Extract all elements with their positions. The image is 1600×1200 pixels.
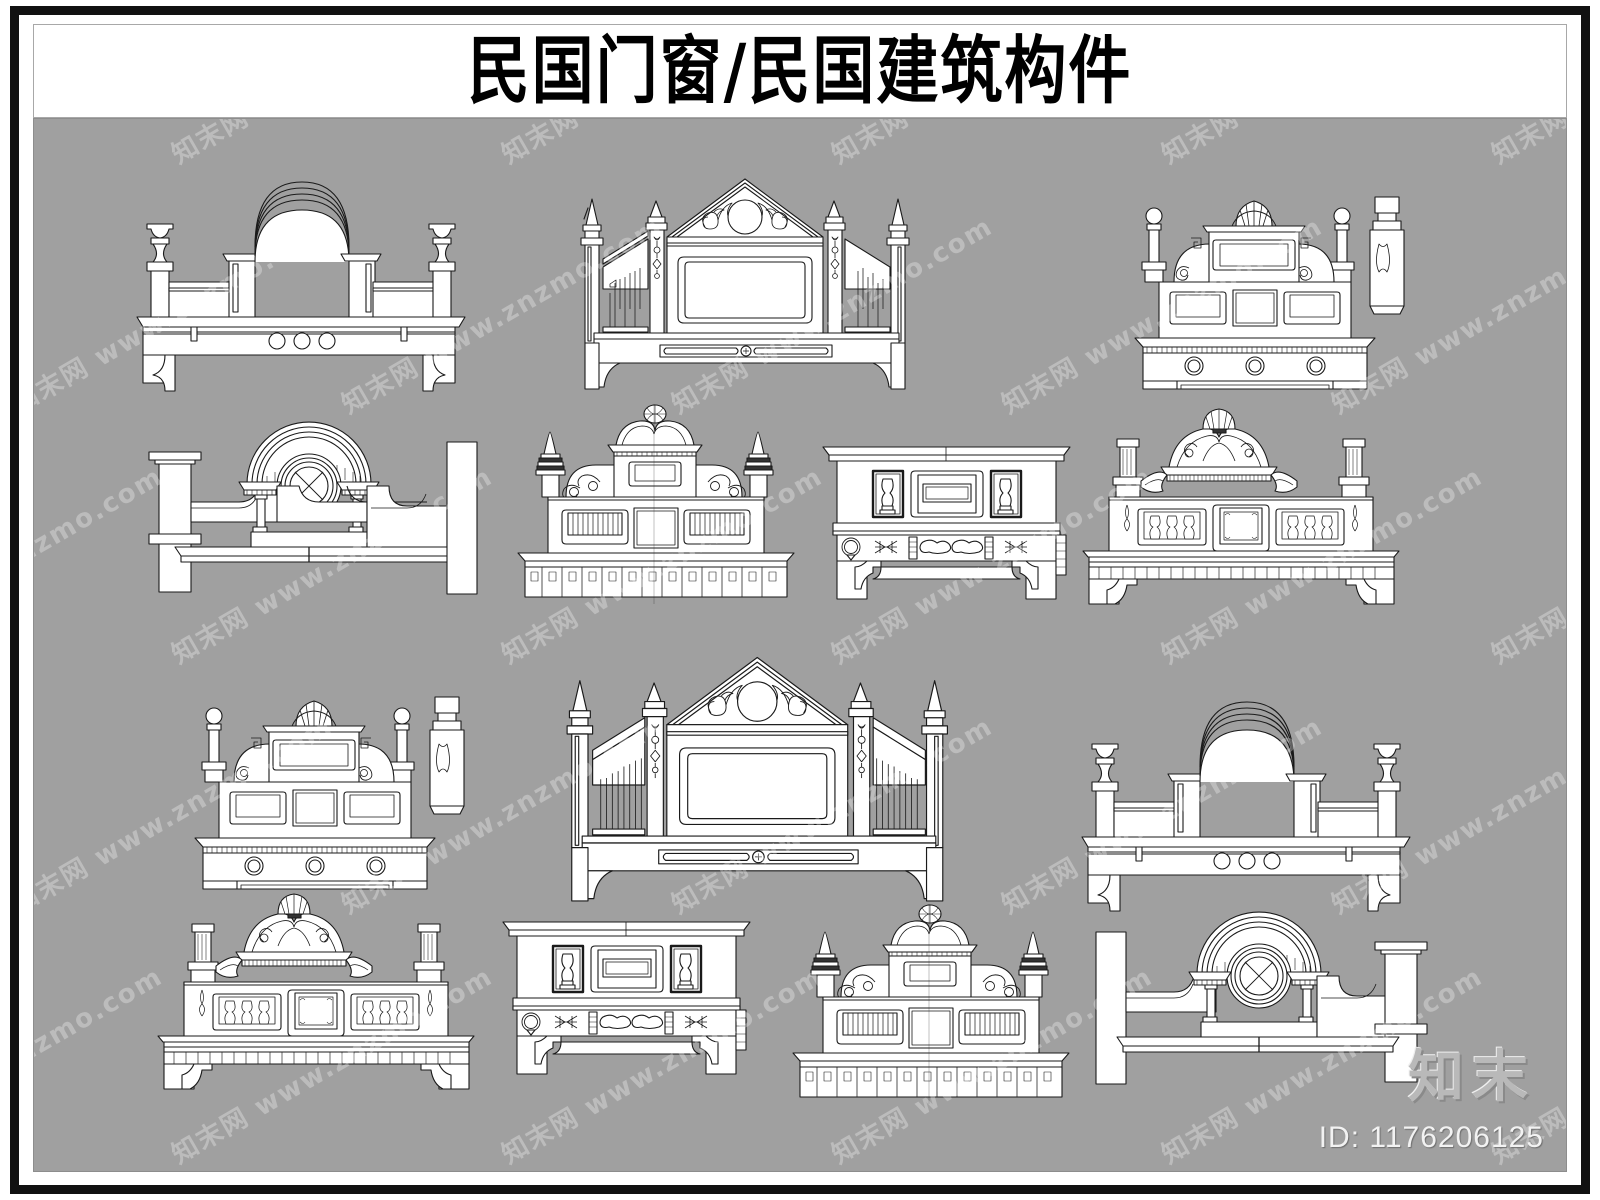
drawing-arched-pediment-gate-head-b[interactable]	[1074, 701, 1414, 912]
brand-logo: 知末	[1408, 1045, 1536, 1110]
drawing-baroque-crest-balustrade-a[interactable]	[504, 404, 804, 604]
drawing-canvas: 知末网 www.znzmo.com 知末网 www.znzmo.com 知末网 …	[33, 118, 1567, 1172]
drawing-carved-mantel-console-a[interactable]	[819, 439, 1074, 600]
waterm21k-text: 知末网 www.znzmo.com	[494, 119, 829, 171]
watermark-text: 知末网 www.znzmo.com	[164, 119, 499, 171]
drawing-semicircular-oculus-pediment-a[interactable]	[139, 421, 484, 599]
watermark-text: 知末网 www.znzmo.com	[34, 119, 169, 171]
drawing-baroque-crest-balustrade-b[interactable]	[779, 904, 1079, 1104]
watermark-text: 知末网 www.znzmo.com	[824, 119, 1159, 171]
watermark-text: 知末网 www.znzmo.com	[1484, 119, 1566, 171]
drawing-triangular-pediment-balustrade-b[interactable]	[559, 639, 959, 909]
watermark-text: 知末网 www.znzmo.com	[1154, 119, 1489, 171]
drawing-carved-mantel-console-b[interactable]	[499, 914, 754, 1075]
drawing-triangular-pediment-balustrade-a[interactable]	[574, 167, 919, 392]
watermark-text: 知末网 www.znzmo.com	[1487, 462, 1567, 671]
drawing-scroll-crest-mantel-b[interactable]	[149, 674, 474, 890]
title-bar: 民国门窗/民国建筑构件	[33, 24, 1567, 118]
drawing-scroll-crest-mantel-a[interactable]	[1089, 174, 1414, 390]
drawing-shell-crest-balustrade-a[interactable]	[1069, 408, 1414, 605]
asset-id: ID: 1176206125	[1318, 1121, 1544, 1154]
page-title: 民国门窗/民国建筑构件	[467, 27, 1133, 114]
drawing-semicircular-oculus-pediment-b[interactable]	[1089, 911, 1434, 1089]
drawing-arched-pediment-gate-head-a[interactable]	[129, 181, 469, 392]
drawing-shell-crest-balustrade-b[interactable]	[144, 893, 489, 1090]
